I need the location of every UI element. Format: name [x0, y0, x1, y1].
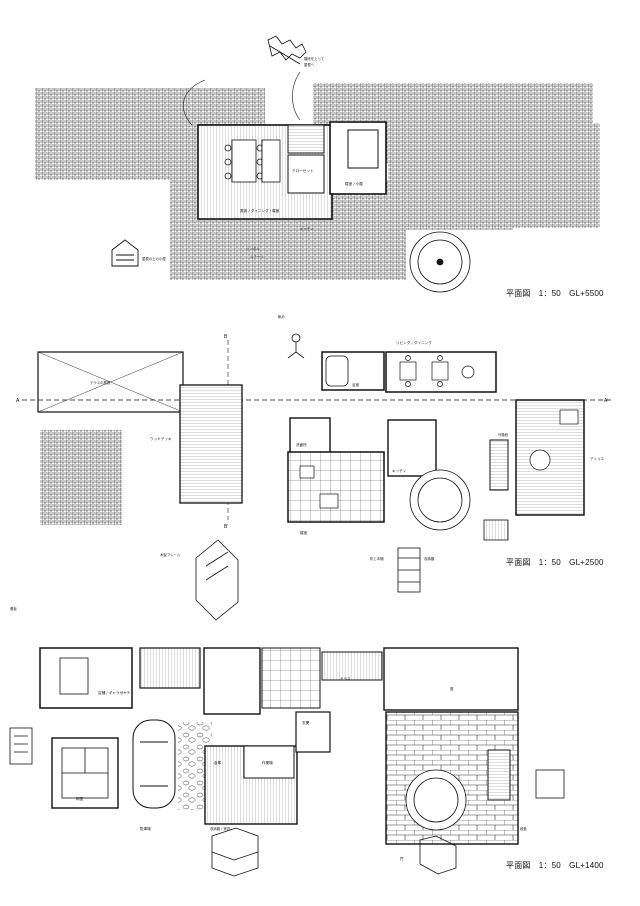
middle-bench-box: [483, 519, 509, 541]
lower-gate-sketch: [419, 835, 457, 875]
upper-note-hut: 屋根の上の小屋: [142, 256, 166, 261]
lower-plan: 店舗 / ギャラリー 和室 倉庫 玄関 作業場 駐車場 庭 テラス ベンチ 看板…: [9, 606, 565, 877]
middle-kitchen: [387, 419, 437, 477]
upper-note-tree: シンボル: [246, 246, 260, 251]
section-mark-left: A: [16, 398, 20, 404]
upper-room-main-label: 書斎 / ダイニング / 寝室: [240, 208, 280, 213]
lower-plan-caption: 平面図 1：50 GL+1400: [506, 861, 604, 870]
lower-room-small: [203, 647, 261, 715]
upper-curve-note: [183, 79, 206, 126]
lower-work-label: 作業場: [262, 760, 273, 765]
middle-shelf-sketch: [397, 547, 421, 593]
lower-entry-label: 玄関: [302, 720, 310, 725]
deck-long: [179, 384, 243, 504]
upper-room-bed-label: 寝室 / 小屋: [345, 181, 363, 186]
middle-person-sketch: [287, 333, 305, 359]
tatami-mats: [61, 747, 109, 799]
lower-box-sketch: [211, 827, 259, 877]
upper-note-stair: 階段を上って: [304, 56, 324, 61]
roof-far-right: [508, 123, 600, 228]
middle-plan-caption: 平面図 1：50 GL+2500: [506, 558, 604, 567]
lower-terrace-label: テラス: [340, 676, 351, 681]
upper-note-kitchen: キッチン: [300, 226, 314, 231]
middle-note-desk: 机と本棚: [370, 556, 384, 561]
lower-entry: [295, 711, 331, 753]
upper-plan-caption: 平面図 1：50 GL+5500: [506, 289, 604, 298]
middle-atelier-label: アトリエ: [590, 456, 605, 461]
middle-stair: [489, 439, 509, 491]
middle-bath-label: 浴室: [352, 382, 360, 387]
middle-note-view: 眺め: [278, 314, 285, 319]
section-mark-b-top: B: [224, 334, 228, 340]
upper-note-ladder: 屋根へ: [304, 62, 315, 67]
upper-note-stage: ステージ: [250, 254, 264, 259]
middle-wash-label: 洗面所: [296, 442, 307, 447]
middle-note-shelf: 収納棚: [424, 556, 435, 561]
middle-furniture: [299, 355, 579, 509]
middle-wash: [289, 417, 331, 457]
lower-stair: [487, 749, 511, 801]
middle-plan: A A' B B' テラスの屋根 リビング / ダイニング 浴室 洗面所 キッチ…: [16, 314, 612, 621]
upper-curve-note-2: [292, 71, 301, 121]
lower-tree: [405, 769, 467, 831]
roof-lower-right: [388, 160, 513, 230]
lower-counter: [139, 647, 201, 689]
lower-tatami-label: 和室: [76, 796, 84, 801]
lower-bench: [321, 651, 383, 681]
upper-tree: [409, 231, 471, 293]
middle-roof-tiles: [40, 430, 122, 525]
lower-stone-walk: [261, 647, 321, 709]
lower-garden-label: 庭: [450, 686, 454, 691]
middle-deck-label: ウッドデッキ: [150, 436, 172, 441]
lower-terrace-outline: [383, 647, 519, 711]
upper-bed: [347, 129, 379, 169]
stair-drawing: [267, 35, 307, 65]
middle-kitchen-label: キッチン: [392, 468, 407, 473]
lower-note-box: 収納箱 / 家具: [210, 826, 231, 831]
middle-tree: [409, 469, 471, 531]
upper-closet-label: クローゼット: [292, 168, 314, 173]
middle-roof-note: テラスの屋根: [90, 380, 111, 385]
bath-tub: [325, 355, 349, 387]
upper-closet: [287, 154, 325, 194]
middle-note-stair: 外階段: [498, 432, 509, 437]
roof-hut-sketch: [111, 239, 139, 267]
lower-parking-label: 駐車場: [140, 826, 151, 831]
middle-bed-label: 寝室: [300, 530, 308, 535]
lower-work: [243, 745, 295, 779]
lower-shop-table: [59, 657, 89, 695]
lower-note-sign: 看板: [10, 606, 17, 611]
terrace-roof-cross: [37, 351, 184, 413]
middle-note-frame: 木製フレーム: [160, 552, 181, 557]
upper-storage: [287, 124, 325, 154]
lower-note-bench: ベンチ: [120, 690, 131, 695]
lower-sign-sketch: [9, 727, 33, 765]
lower-chair-right: [535, 769, 565, 799]
lower-note-gate: 門: [400, 857, 404, 861]
section-mark-right: A': [604, 398, 608, 404]
section-mark-b-bottom: B': [224, 524, 228, 530]
middle-grid-room: [287, 451, 385, 523]
lower-shop-label: 店舗 / ギャラリー: [98, 690, 127, 695]
upper-table-and-chairs: [224, 139, 281, 183]
lower-car: [132, 719, 176, 809]
middle-living-label: リビング / ダイニング: [396, 340, 432, 345]
middle-frame-sketch: [195, 539, 239, 621]
upper-plan: 書斎 / ダイニング / 寝室 寝室 / 小屋 クローゼット 階段を上って 屋根…: [35, 35, 600, 293]
lower-note-step: 段差: [520, 826, 527, 831]
lower-store-label: 倉庫: [214, 760, 222, 765]
